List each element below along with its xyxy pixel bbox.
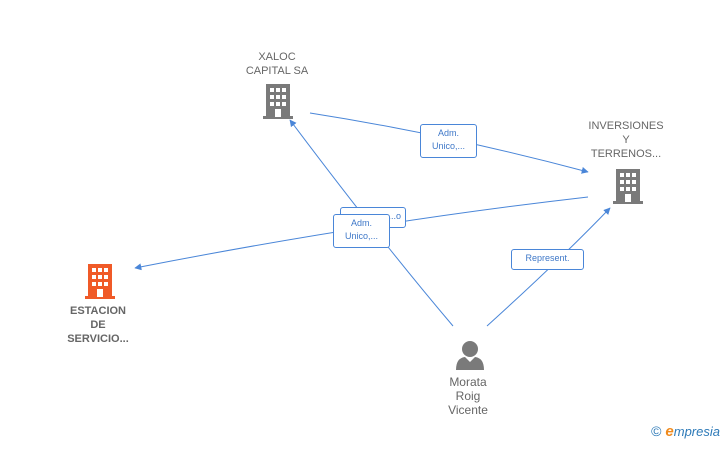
inversiones-label-line: Y (622, 134, 630, 146)
xaloc-label-line: CAPITAL SA (245, 65, 309, 77)
edge-label-line: Unico,... (344, 231, 378, 241)
edge-label-line: ...o (388, 211, 401, 221)
edge-label-front-stack[interactable]: Adm. Unico,... (333, 214, 390, 248)
xaloc-label[interactable]: XALOC CAPITAL SA (232, 50, 322, 78)
estacion-label-line: ESTACION (69, 305, 127, 317)
morata-label-line: Morata (449, 375, 487, 389)
inversiones-label[interactable]: INVERSIONES Y TERRENOS... (576, 119, 676, 161)
edge-label-xaloc-inversiones[interactable]: Adm. Unico,... (420, 124, 477, 158)
estacion-building-icon[interactable] (85, 264, 115, 299)
morata-label[interactable]: Morata Roig Vicente (428, 375, 508, 417)
brand-rest: mpresia (673, 424, 720, 439)
xaloc-label-line: XALOC (258, 51, 296, 63)
edge-label-line: Unico,... (431, 141, 465, 151)
edge-label-line: Adm. (437, 128, 459, 138)
estacion-label-line: SERVICIO... (67, 333, 129, 345)
inversiones-label-line: TERRENOS... (590, 148, 662, 160)
brand-e: e (665, 423, 674, 440)
edge-label-line: Adm. (350, 218, 372, 228)
copyright-symbol: © (651, 423, 662, 439)
morata-person-icon[interactable] (456, 341, 484, 370)
morata-label-line: Roig (455, 389, 481, 403)
inversiones-building-icon[interactable] (613, 169, 643, 204)
xaloc-building-icon[interactable] (263, 84, 293, 119)
empresia-logo: ©empresia (651, 423, 720, 440)
estacion-label[interactable]: ESTACION DE SERVICIO... (53, 304, 143, 346)
inversiones-label-line: INVERSIONES (588, 120, 664, 132)
estacion-label-line: DE (90, 319, 106, 331)
morata-label-line: Vicente (448, 403, 488, 417)
edge-label-line: Represent. (525, 253, 570, 263)
edge-label-represent[interactable]: Represent. (511, 249, 584, 270)
